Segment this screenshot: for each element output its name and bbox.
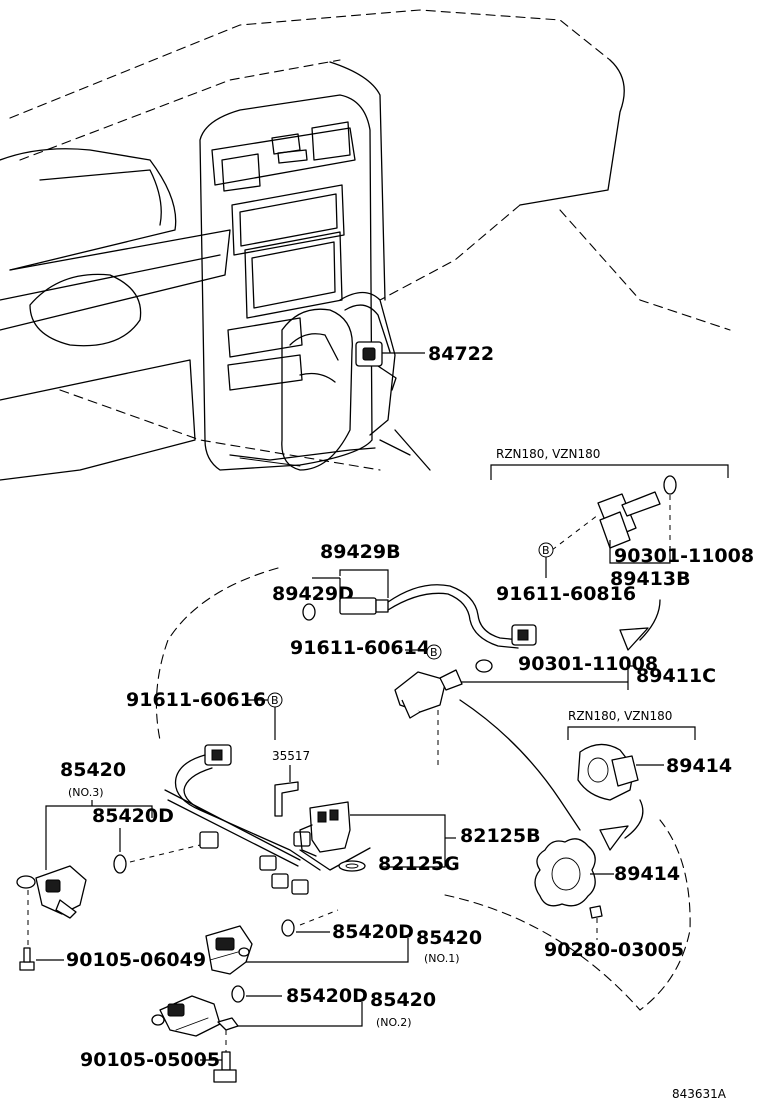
- part-wire-harness: [164, 744, 371, 895]
- part-89414-sensor-b: [534, 838, 614, 907]
- bracket-85420-no1: [245, 938, 409, 963]
- part-35517-bracket: [274, 781, 299, 817]
- part-85420D-oring-c: [231, 985, 245, 1003]
- arrow-head-2: [599, 825, 629, 851]
- part-85420-no3-sensor: [16, 865, 87, 919]
- label-84722: 84722: [428, 343, 494, 365]
- label-no1: (NO.1): [424, 952, 460, 965]
- label-90280-03005: 90280-03005: [544, 939, 684, 961]
- bracket-89429B: [339, 569, 389, 598]
- part-85420D-oring-a: [113, 854, 127, 874]
- label-85420D-b: 85420D: [332, 921, 414, 943]
- label-no3: (NO.3): [68, 786, 104, 799]
- part-90280-03005-pin: [589, 905, 603, 919]
- label-91611-60816: 91611-60816: [496, 583, 636, 605]
- svg-text:B: B: [271, 694, 279, 707]
- arrow-89414: [624, 799, 644, 839]
- dashed-loop-left: [155, 567, 279, 741]
- svg-text:B: B: [542, 544, 550, 557]
- label-91611-60616: 91611-60616: [126, 689, 266, 711]
- bracket-85420-no3: [45, 805, 153, 870]
- part-84722-switch: [355, 341, 425, 391]
- label-82125B: 82125B: [460, 825, 541, 847]
- part-85420-no1-sensor: [205, 925, 253, 975]
- circle-b-mark-3: B: [267, 692, 283, 708]
- label-85420-no3: 85420: [60, 759, 126, 781]
- part-82125G-grommet: [338, 860, 366, 872]
- label-89414-b: 89414: [614, 863, 680, 885]
- label-90301-11008-b: 90301-11008: [518, 653, 658, 675]
- label-89413B: 89413B: [610, 568, 691, 590]
- part-90105-06049-bolt: [19, 947, 35, 971]
- part-89414-sensor-a: [577, 743, 664, 801]
- label-89414-a: 89414: [666, 755, 732, 777]
- label-85420-no1: 85420: [416, 927, 482, 949]
- svg-text:B: B: [430, 646, 438, 659]
- part-89413B-sensor: [551, 475, 677, 551]
- label-82125G: 82125G: [378, 853, 460, 875]
- label-no2: (NO.2): [376, 1016, 412, 1029]
- model-note-2-bracket: [567, 726, 696, 740]
- circle-b-mark-2: B: [426, 644, 442, 660]
- model-note-1: RZN180, VZN180: [496, 447, 600, 461]
- label-85420D-c: 85420D: [286, 985, 368, 1007]
- bracket-82125: [350, 814, 446, 868]
- label-89429B: 89429B: [320, 541, 401, 563]
- part-89429B-sensor: [302, 584, 537, 649]
- arrow-89413B: [639, 599, 661, 641]
- label-89429D: 89429D: [272, 583, 354, 605]
- bracket-85420-no2: [230, 1002, 363, 1027]
- label-35517: 35517: [272, 749, 310, 763]
- dashed-loop-right: [444, 819, 691, 1011]
- part-89411C-sensor: [394, 669, 463, 770]
- gasket-90301-b: [475, 659, 493, 673]
- bracket-89411C: [460, 665, 634, 690]
- arrow-head-1: [619, 627, 649, 651]
- model-note-1-bracket: [490, 464, 729, 480]
- part-85420-no2-sensor: [151, 995, 239, 1037]
- part-90105-05005-bolt: [213, 1051, 237, 1083]
- circle-b-mark-1: B: [538, 542, 554, 558]
- label-85420-no2: 85420: [370, 989, 436, 1011]
- label-90105-05005: 90105-05005: [80, 1049, 220, 1071]
- dashboard-illustration: [0, 9, 731, 481]
- label-90105-06049: 90105-06049: [66, 949, 206, 971]
- label-90301-11008-a: 90301-11008: [614, 545, 754, 567]
- label-89411C: 89411C: [636, 665, 716, 687]
- diagram-code: 843631A: [672, 1087, 727, 1101]
- part-82125B-connector: [299, 801, 351, 857]
- label-91611-60614: 91611-60614: [290, 637, 430, 659]
- label-85420D-a: 85420D: [92, 805, 174, 827]
- model-note-2: RZN180, VZN180: [568, 709, 672, 723]
- part-85420D-oring-b: [281, 919, 295, 937]
- line-to-89414: [459, 699, 581, 831]
- bracket-89413B: [609, 540, 671, 564]
